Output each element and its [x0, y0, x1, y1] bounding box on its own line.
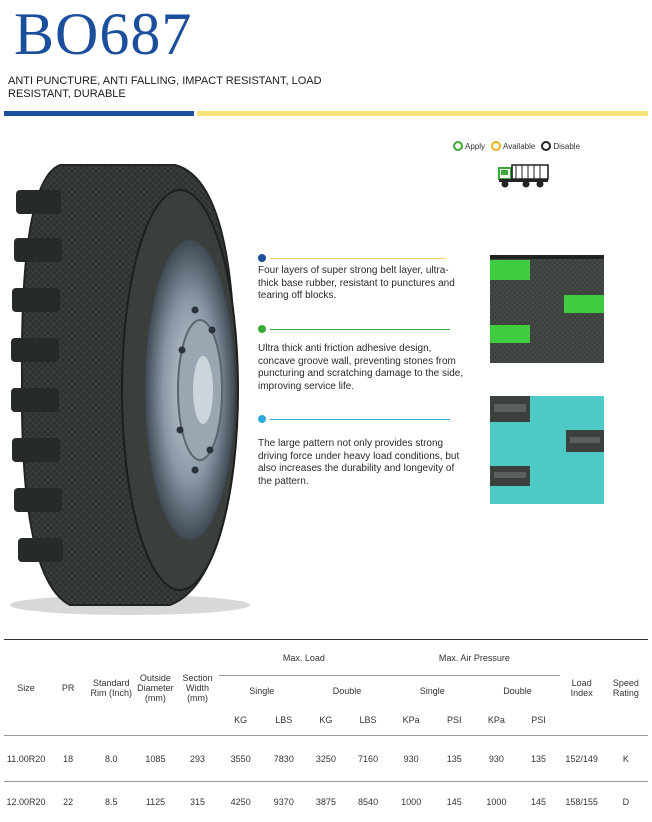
cell-single-kpa: 930: [403, 753, 419, 764]
feature-2-dot-icon: [258, 325, 266, 333]
cell-double-lbs: 8540: [358, 796, 379, 807]
tread-detail-green-image: [490, 255, 604, 363]
legend-disable-label: Disable: [553, 141, 581, 151]
disable-dot-icon: [541, 141, 552, 151]
header-divider-yellow: [197, 111, 648, 116]
legend-available-label: Available: [503, 141, 536, 151]
header-max-load: Max. Load: [218, 639, 390, 676]
product-subtitle: ANTI PUNCTURE, ANTI FALLING, IMPACT RESI…: [8, 75, 322, 100]
header-pressure-double: Double: [503, 685, 532, 696]
feature-1-text: Four layers of super strong belt layer, …: [258, 265, 455, 301]
application-legend: Apply Available Disable: [453, 141, 580, 151]
legend-disable: Disable: [541, 141, 580, 151]
cell-size: 11.00R20: [6, 753, 46, 764]
header-outside-diameter: Outside Diameter (mm): [137, 672, 174, 703]
cell-sw: 293: [190, 753, 206, 764]
header-single-kg: KG: [234, 715, 248, 726]
feature-3-rule: [270, 419, 450, 420]
cell-size: 12.00R20: [6, 796, 46, 807]
header-load-index: Load Index: [570, 677, 593, 698]
cell-od: 1085: [145, 753, 166, 764]
header-load-double: Double: [332, 685, 362, 696]
cell-single-psi: 145: [446, 796, 462, 807]
product-title: BO687: [14, 1, 193, 67]
header-size: Size: [17, 682, 35, 693]
cell-double-kg: 3250: [315, 753, 336, 764]
cell-double-kg: 3875: [315, 796, 336, 807]
cell-single-kg: 3550: [230, 753, 251, 764]
cell-pr: 18: [63, 753, 74, 764]
feature-3-text: The large pattern not only provides stro…: [258, 438, 460, 487]
cell-rim: 8.5: [105, 796, 118, 807]
tire-image: [10, 164, 250, 615]
header-double-kg: KG: [319, 715, 333, 726]
cell-od: 1125: [145, 796, 166, 807]
apply-dot-icon: [453, 141, 463, 151]
cell-speed-rating: K: [622, 753, 629, 764]
cell-load-index: 152/149: [565, 753, 598, 764]
cell-sw: 315: [190, 796, 206, 807]
cell-load-index: 158/155: [565, 796, 598, 807]
header-section-width: Section Width (mm): [182, 672, 213, 703]
feature-2-text: Ultra thick anti friction adhesive desig…: [258, 343, 464, 392]
dump-truck-icon: [498, 164, 549, 188]
cell-double-kpa: 930: [488, 753, 504, 764]
specification-table: Size PR Standard Rim (Inch) Outside Diam…: [4, 639, 648, 822]
cell-double-psi: 145: [531, 796, 547, 807]
cell-pr: 22: [63, 796, 74, 807]
header-rim: Standard Rim (Inch): [90, 677, 133, 698]
table-row: 12.00R20 22 8.5 1125 315 4250 9370 3875 …: [4, 781, 648, 822]
header-load-single: Single: [249, 685, 275, 696]
header-pressure-single: Single: [419, 685, 445, 696]
available-dot-icon: [491, 141, 502, 151]
cell-single-lbs: 7830: [273, 753, 294, 764]
header-double-kpa: KPa: [487, 715, 505, 726]
feature-1-rule: [270, 258, 446, 259]
cell-single-kpa: 1000: [401, 796, 422, 807]
cell-single-kg: 4250: [230, 796, 251, 807]
header-single-kpa: KPa: [402, 715, 420, 726]
cell-double-kpa: 1000: [486, 796, 507, 807]
cell-double-psi: 135: [531, 753, 547, 764]
legend-available: Available: [491, 141, 535, 151]
feature-2-rule: [270, 329, 450, 330]
feature-1-dot-icon: [258, 254, 266, 262]
header-pr: PR: [61, 682, 75, 693]
header-single-psi: PSI: [447, 715, 462, 726]
header-divider-blue: [4, 111, 194, 116]
cell-single-lbs: 9370: [273, 796, 294, 807]
header-speed-rating: Speed Rating: [612, 677, 639, 698]
header-single-lbs: LBS: [275, 715, 293, 726]
cell-single-psi: 135: [446, 753, 462, 764]
legend-apply: Apply: [453, 141, 485, 151]
header-double-psi: PSI: [531, 715, 546, 726]
table-row: 11.00R20 18 8.0 1085 293 3550 7830 3250 …: [4, 735, 648, 782]
feature-3-dot-icon: [258, 415, 266, 423]
tread-detail-cyan-image: [490, 396, 604, 504]
cell-rim: 8.0: [105, 753, 118, 764]
cell-double-lbs: 7160: [358, 753, 379, 764]
header-max-air-pressure: Max. Air Pressure: [389, 639, 560, 676]
legend-apply-label: Apply: [465, 141, 486, 151]
header-double-lbs: LBS: [359, 715, 377, 726]
cell-speed-rating: D: [622, 796, 630, 807]
